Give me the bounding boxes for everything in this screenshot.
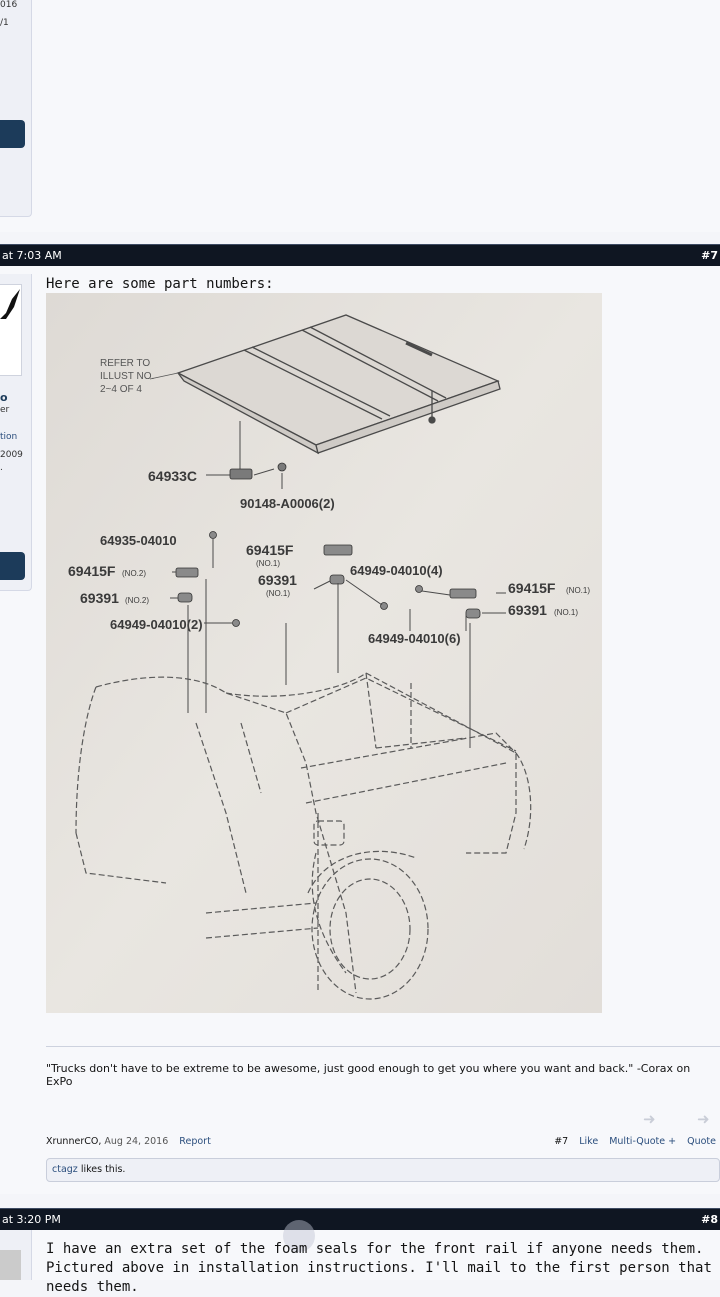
post-permalink-number[interactable]: #7 bbox=[701, 249, 718, 262]
post-header-bar: at 7:03 AM #7 bbox=[0, 244, 720, 267]
post-header-bar-8: at 3:20 PM #8 bbox=[0, 1208, 720, 1231]
post-author-link[interactable]: XrunnerCO, bbox=[46, 1136, 102, 1147]
post-time: at 7:03 AM bbox=[2, 249, 62, 262]
part-sub-69415f-right: (NO.1) bbox=[566, 586, 590, 595]
user-side-button[interactable] bbox=[0, 552, 25, 580]
part-label-69415f-right: 69415F bbox=[508, 580, 556, 596]
user-signature: "Trucks don't have to be extreme to be a… bbox=[46, 1062, 691, 1088]
part-label-64935: 64935-04010 bbox=[100, 533, 177, 548]
part-label-69415f-left: 69415F bbox=[68, 563, 116, 579]
post-meta: XrunnerCO, Aug 24, 2016 Report bbox=[46, 1136, 211, 1147]
refer-note-line-3: 2~4 OF 4 bbox=[100, 384, 142, 395]
previous-post bbox=[0, 0, 720, 232]
liker-username[interactable]: ctagz bbox=[52, 1164, 78, 1175]
checkmark-logo-icon bbox=[0, 289, 20, 319]
post-8-text: I have an extra set of the foam seals fo… bbox=[46, 1241, 712, 1295]
tonneau-cover-parts-diagram: REFER TO ILLUST NO. 2~4 OF 4 64933C 9014… bbox=[46, 293, 602, 1013]
arrow-right-icon[interactable]: ➜ bbox=[697, 1110, 710, 1128]
post-time-8: at 3:20 PM bbox=[2, 1213, 61, 1226]
multi-quote-link[interactable]: Multi-Quote + bbox=[609, 1136, 677, 1147]
part-label-64933c: 64933C bbox=[148, 468, 197, 484]
part-label-69415f-mid: 69415F bbox=[246, 542, 294, 558]
part-sub-69391-right: (NO.1) bbox=[554, 608, 578, 617]
post-actions: #7 Like Multi-Quote + Quote bbox=[546, 1136, 716, 1147]
previous-post-user-column bbox=[0, 0, 32, 217]
user-location-fragment: tion bbox=[0, 432, 18, 442]
part-sub-69415f-left: (NO.2) bbox=[122, 569, 146, 578]
refer-note-line-2: ILLUST NO. bbox=[100, 371, 154, 382]
previous-post-meta-2: /1 bbox=[0, 18, 9, 28]
post-separator bbox=[0, 232, 720, 244]
part-sub-69415f-mid: (NO.1) bbox=[256, 559, 280, 568]
like-link[interactable]: Like bbox=[579, 1136, 599, 1147]
parts-diagram-image[interactable]: REFER TO ILLUST NO. 2~4 OF 4 64933C 9014… bbox=[46, 293, 602, 1013]
avatar[interactable] bbox=[0, 284, 22, 376]
post-body-8 bbox=[0, 1230, 720, 1280]
post-permalink-number-8[interactable]: #8 bbox=[701, 1213, 718, 1226]
previous-post-meta-1: 016 bbox=[0, 0, 18, 10]
arrow-left-icon[interactable]: ➜ bbox=[643, 1110, 656, 1128]
part-label-69391-left: 69391 bbox=[80, 590, 119, 606]
part-sub-69391-left: (NO.2) bbox=[125, 596, 149, 605]
part-label-90148: 90148-A0006(2) bbox=[240, 496, 335, 511]
part-label-69391-mid: 69391 bbox=[258, 572, 297, 588]
post-number-link[interactable]: #7 bbox=[554, 1136, 569, 1147]
user-extra-fragment: . bbox=[0, 463, 3, 473]
signature-divider bbox=[46, 1046, 720, 1047]
part-label-64949-6: 64949-04010(6) bbox=[368, 631, 461, 646]
username-fragment[interactable]: o bbox=[0, 391, 8, 404]
post-intro-text: Here are some part numbers: bbox=[46, 276, 274, 292]
part-label-69391-right: 69391 bbox=[508, 602, 547, 618]
likes-summary: ctagz likes this. bbox=[46, 1158, 720, 1182]
user-title-fragment: er bbox=[0, 405, 10, 415]
part-label-64949-2: 64949-04010(2) bbox=[110, 617, 203, 632]
refer-note-line-1: REFER TO bbox=[100, 358, 150, 369]
avatar-8[interactable] bbox=[0, 1250, 21, 1280]
quote-link[interactable]: Quote bbox=[687, 1136, 716, 1147]
user-joined-fragment: 2009 bbox=[0, 450, 23, 460]
report-link[interactable]: Report bbox=[179, 1136, 211, 1147]
likes-suffix: likes this. bbox=[77, 1164, 126, 1175]
post-date[interactable]: Aug 24, 2016 bbox=[104, 1136, 169, 1147]
previous-post-side-button[interactable] bbox=[0, 120, 25, 148]
scroll-to-top-handle[interactable] bbox=[283, 1220, 315, 1252]
part-label-64949-4: 64949-04010(4) bbox=[350, 563, 443, 578]
part-sub-69391-mid: (NO.1) bbox=[266, 589, 290, 598]
